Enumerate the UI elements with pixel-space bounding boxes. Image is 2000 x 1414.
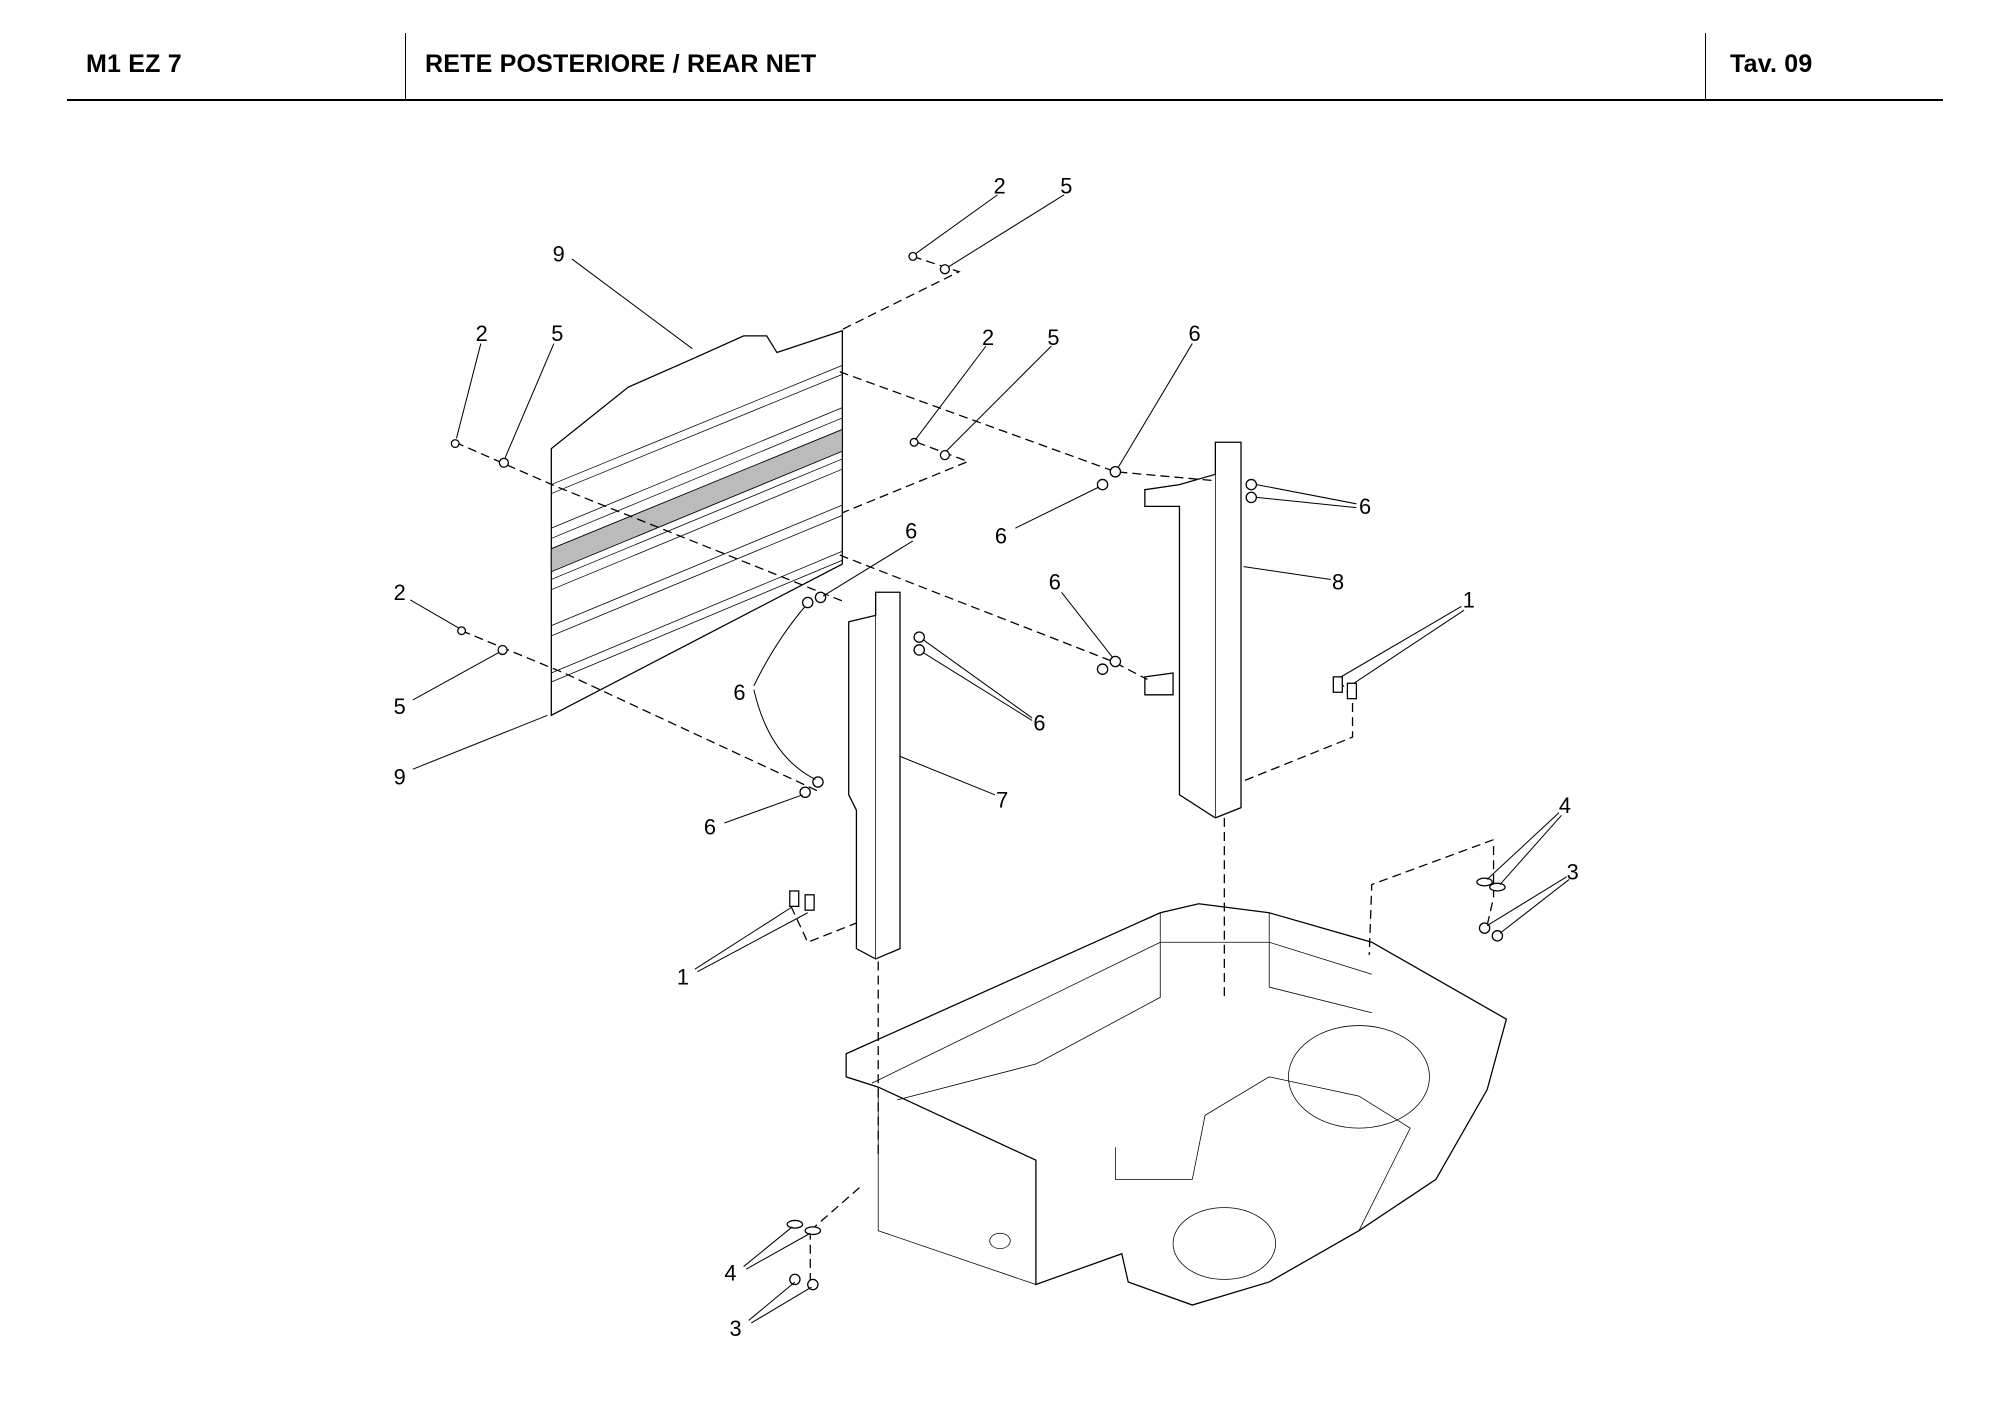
divider <box>405 33 406 100</box>
callout-labels: 2 5 9 2 5 2 5 6 6 6 8 6 2 1 6 6 6 5 9 7 … <box>394 174 1579 1341</box>
callout-2: 2 <box>994 174 1006 199</box>
callout-6: 6 <box>1049 570 1061 595</box>
callout-3: 3 <box>1567 859 1579 884</box>
callout-9: 9 <box>553 242 565 267</box>
callout-2: 2 <box>982 325 994 350</box>
plate-number: Tav. 09 <box>1730 50 1813 78</box>
divider <box>1705 33 1706 100</box>
mesh-strip <box>550 428 843 573</box>
callout-6: 6 <box>905 518 917 543</box>
callout-6: 6 <box>1188 321 1200 346</box>
title-block: M1 EZ 7 RETE POSTERIORE / REAR NET Tav. … <box>0 0 2000 102</box>
bracket-7 <box>848 591 901 960</box>
callout-5: 5 <box>551 321 563 346</box>
callout-3: 3 <box>730 1316 742 1341</box>
callout-6: 6 <box>733 680 745 705</box>
callout-9: 9 <box>394 765 406 790</box>
callout-6: 6 <box>1359 494 1371 519</box>
callout-5: 5 <box>394 694 406 719</box>
callout-1: 1 <box>677 965 689 990</box>
leader-lines <box>410 194 1570 1324</box>
callout-5: 5 <box>1060 174 1072 199</box>
rear-net-panel <box>550 329 843 717</box>
callout-6: 6 <box>704 815 716 840</box>
callout-4: 4 <box>1559 793 1571 818</box>
callout-4: 4 <box>724 1261 736 1286</box>
drawing-title: RETE POSTERIORE / REAR NET <box>425 50 817 78</box>
callout-6: 6 <box>995 524 1007 549</box>
callout-5: 5 <box>1047 325 1059 350</box>
bracket-8 <box>1144 441 1242 819</box>
callout-2: 2 <box>394 580 406 605</box>
chassis-tub <box>845 903 1508 1306</box>
header-rule <box>67 99 1943 101</box>
model-code: M1 EZ 7 <box>86 50 182 78</box>
callout-6: 6 <box>1033 711 1045 736</box>
callout-8: 8 <box>1332 570 1344 595</box>
callout-7: 7 <box>996 788 1008 813</box>
hardware <box>450 251 1506 1291</box>
assembly-lines <box>454 255 1495 1282</box>
callout-2: 2 <box>476 321 488 346</box>
callout-1: 1 <box>1463 588 1475 613</box>
